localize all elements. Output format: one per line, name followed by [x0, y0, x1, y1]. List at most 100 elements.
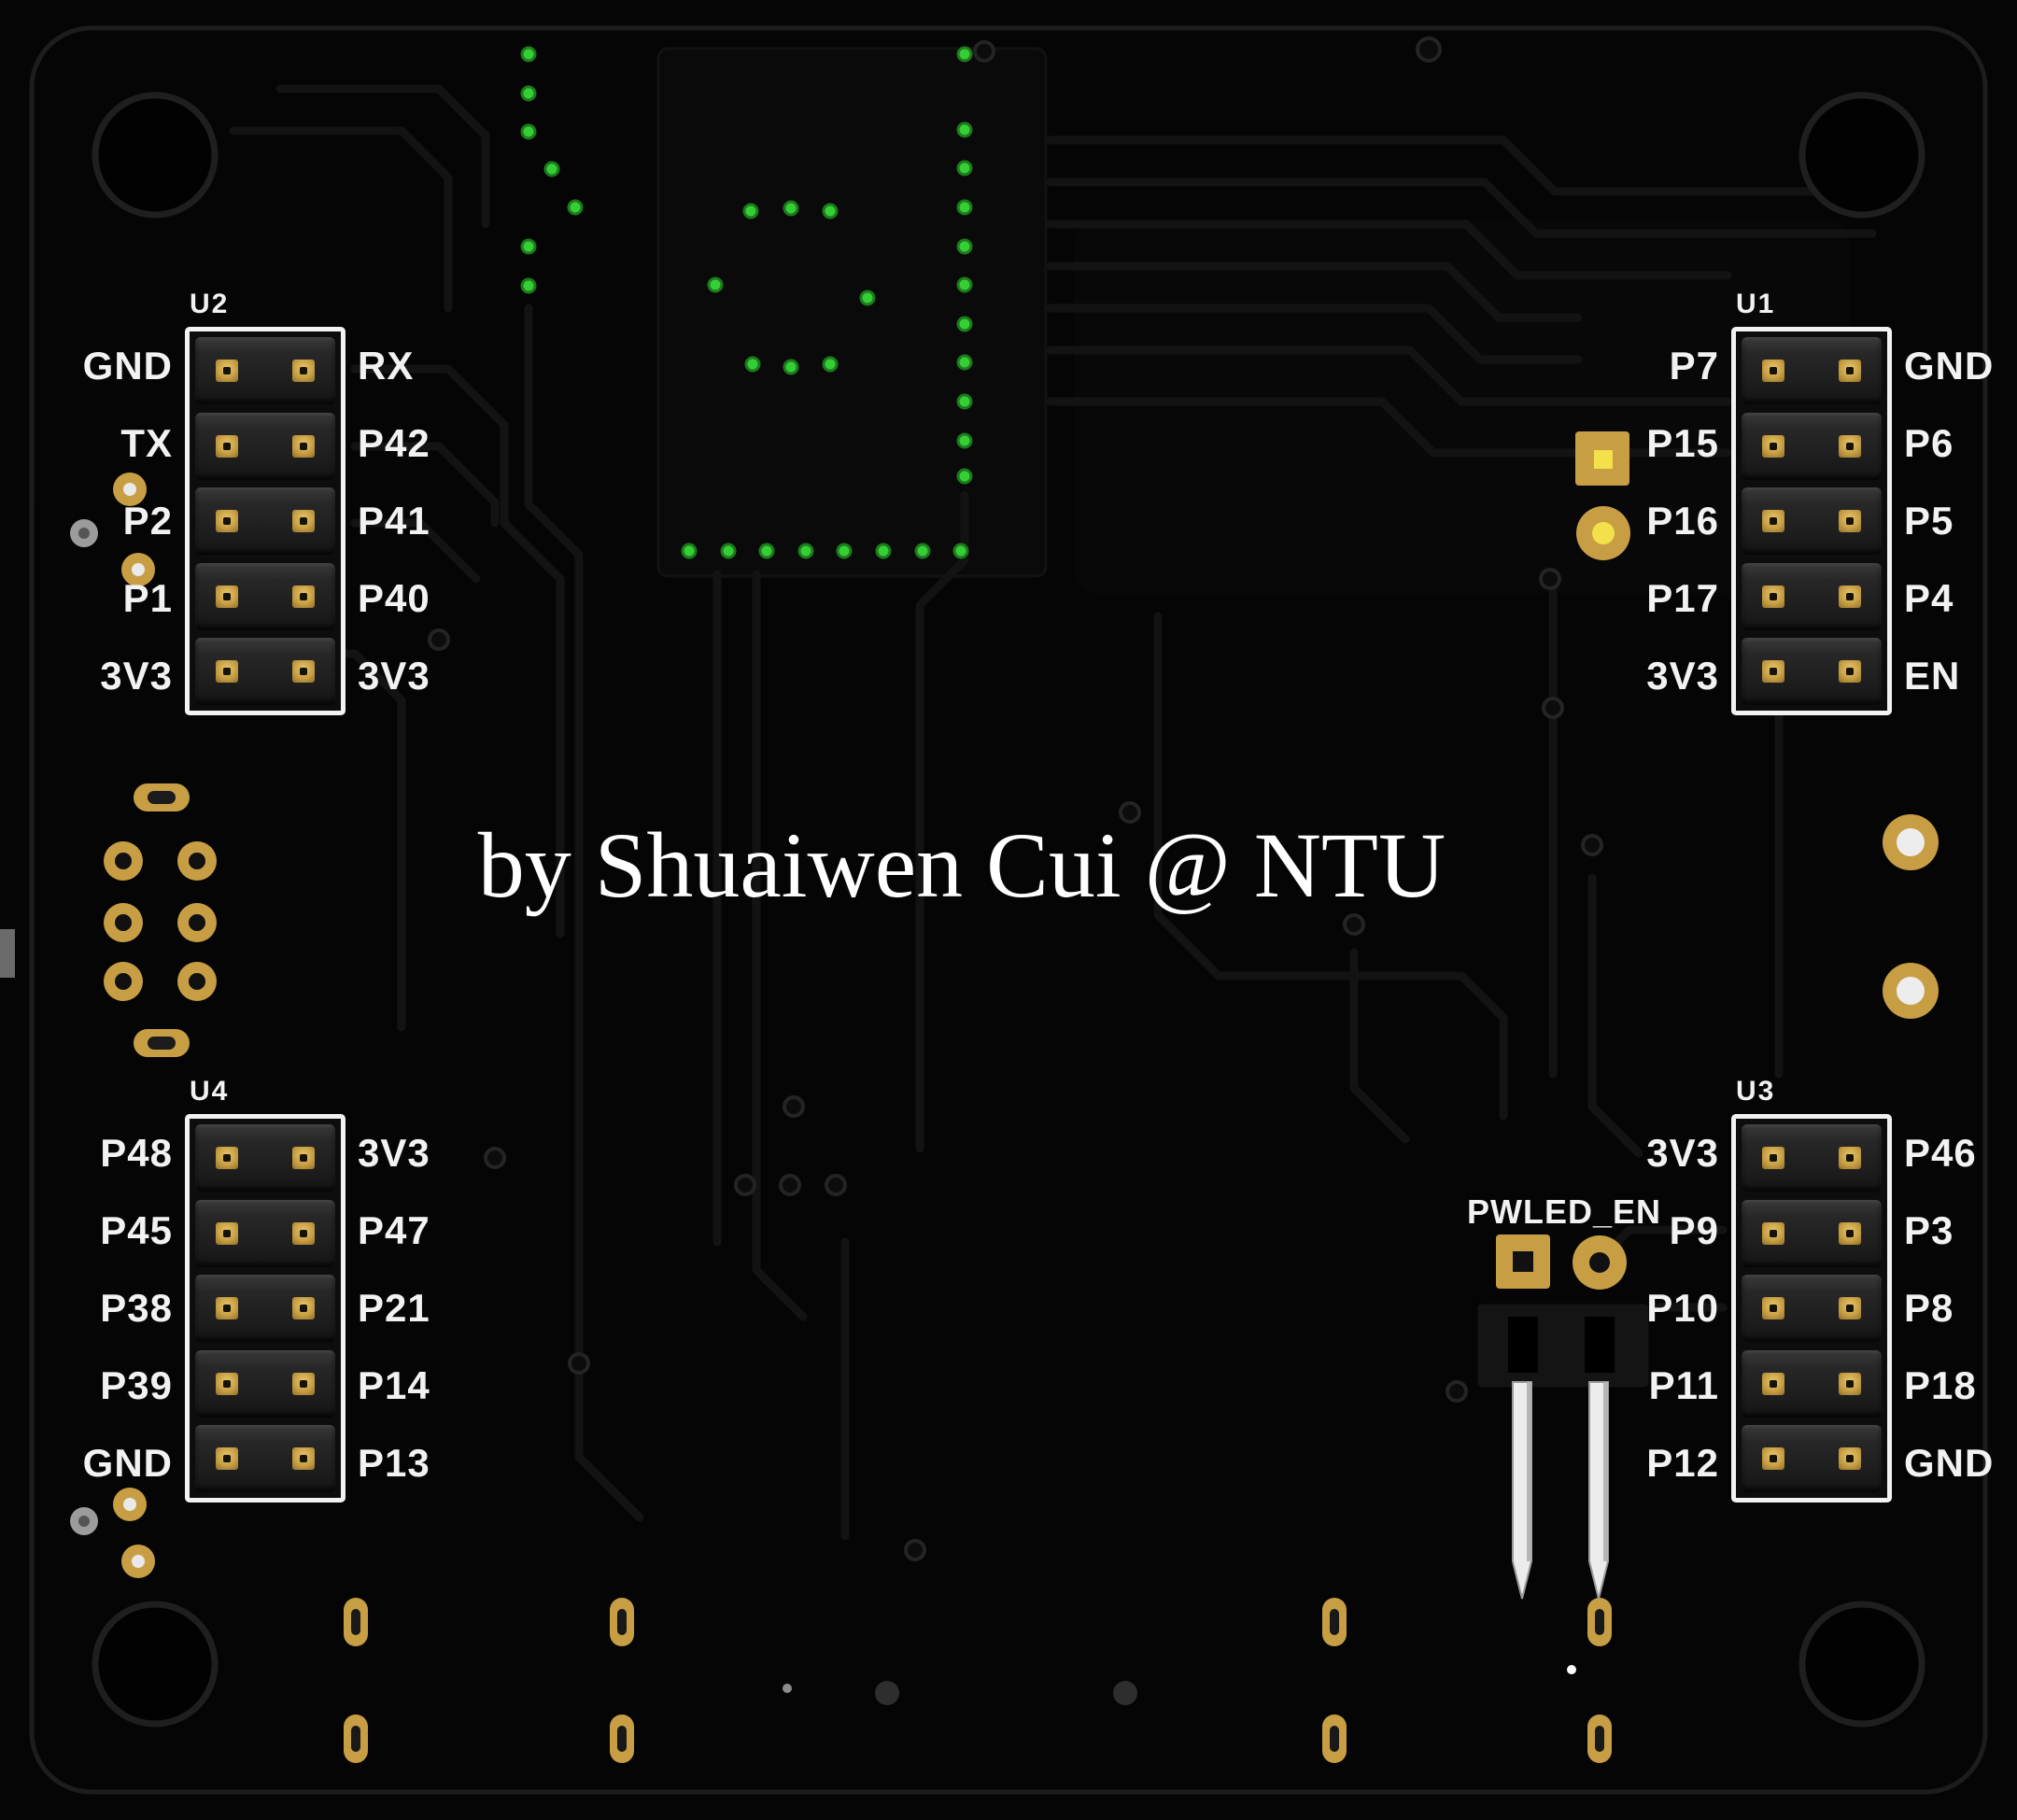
- pwled-en-label: PWLED_EN: [1466, 1192, 1662, 1231]
- pin-pad: [292, 1221, 315, 1245]
- pin-pad: [292, 1372, 315, 1395]
- pin-label: P17: [1646, 576, 1719, 621]
- pin-label: P6: [1904, 420, 1954, 465]
- pin-pad: [1839, 660, 1861, 683]
- pin-label: P11: [1648, 1363, 1719, 1408]
- connector-u4: U4 P48 P45 P38 P39 GND 3V3 P47 P21 P14 P…: [83, 1078, 430, 1503]
- pin-pad: [292, 360, 315, 382]
- pin-pad: [1839, 1447, 1861, 1470]
- connector-ref-u1: U1: [1736, 289, 1776, 319]
- pin-row: [1742, 1275, 1882, 1342]
- pin-labels-u2-right: RX P42 P41 P40 3V3: [358, 327, 600, 715]
- connector-u3: U3 3V3 P9 P10 P11 P12 P46 P3 P8 P18 GND: [1646, 1078, 1993, 1503]
- pin-pad: [1839, 1297, 1861, 1319]
- copper-zones: [656, 47, 1849, 593]
- pin-labels-u2-left: GND TX P2 P1 3V3: [0, 327, 173, 715]
- pin-pad: [292, 510, 315, 532]
- pin-label: P3: [1904, 1207, 1954, 1252]
- pin-labels-u4-left: P48 P45 P38 P39 GND: [0, 1114, 173, 1503]
- pin-label: 3V3: [358, 654, 430, 698]
- pin-label: P46: [1904, 1130, 1977, 1175]
- pin-pad: [216, 510, 238, 532]
- header-body: [1742, 337, 1882, 705]
- pin-pad: [292, 1447, 315, 1470]
- pin-row: [1742, 487, 1882, 555]
- pin-row: [1742, 412, 1882, 480]
- pin-label: P5: [1904, 499, 1954, 543]
- header-body: [195, 1124, 335, 1492]
- pin-row: [195, 638, 335, 705]
- pin-labels-u1-left: P7 P15 P16 P17 3V3: [1476, 327, 1719, 715]
- green-vias: [520, 46, 973, 559]
- vias: [428, 36, 1790, 1561]
- pin-label: P9: [1669, 1207, 1719, 1252]
- right-plated-rings: [1883, 814, 1939, 1019]
- pin-pad: [1839, 434, 1861, 458]
- pin-label: 3V3: [1646, 1130, 1719, 1175]
- pin-row: [1742, 562, 1882, 630]
- pin-pad: [216, 1372, 238, 1395]
- pin-pad: [216, 660, 238, 683]
- pin-labels-u1-right: GND P6 P5 P4 EN: [1904, 327, 2017, 715]
- pin-label: P7: [1669, 343, 1719, 388]
- header-body: [1742, 1124, 1882, 1492]
- pin-pad: [1839, 1221, 1861, 1245]
- pin-label: P14: [358, 1363, 430, 1408]
- u1-special-pads: [1575, 431, 1630, 560]
- connector-ref-u2: U2: [190, 289, 230, 319]
- pin-row: [195, 1199, 335, 1267]
- pin-pad: [1762, 585, 1784, 608]
- pin-pad: [1762, 1297, 1784, 1319]
- mounting-holes: [92, 92, 1925, 1728]
- left-pad-cluster: [104, 783, 217, 1057]
- pin-label: P39: [100, 1363, 173, 1408]
- pin-label: P47: [358, 1207, 430, 1252]
- pin-label: TX: [120, 420, 173, 465]
- pin-pad: [1839, 1372, 1861, 1395]
- pin-row: [195, 562, 335, 630]
- pin-row: [195, 1425, 335, 1492]
- pin-label: GND: [1904, 1441, 1995, 1486]
- pin-pad: [292, 434, 315, 458]
- pin-pad: [1762, 510, 1784, 532]
- pin-pad: [1762, 360, 1784, 382]
- pin-pad: [1762, 1372, 1784, 1395]
- pin-label: RX: [358, 343, 415, 388]
- pin-pad: [216, 1147, 238, 1169]
- pin-pad: [1762, 660, 1784, 683]
- edge-connector-nub: [0, 929, 15, 978]
- pin-pad: [1762, 1147, 1784, 1169]
- pin-pad: [292, 585, 315, 608]
- connector-u1: U1 P7 P15 P16 P17 3V3 GND P6 P5 P4 EN: [1646, 290, 1993, 715]
- pin-pad: [1762, 1221, 1784, 1245]
- pin-label: 3V3: [1646, 654, 1719, 698]
- pin-label: P41: [358, 499, 430, 543]
- pin-label: EN: [1904, 654, 1961, 698]
- pin-labels-u4-right: 3V3 P47 P21 P14 P13: [358, 1114, 600, 1503]
- pin-label: P18: [1904, 1363, 1977, 1408]
- jumper-pins: [1512, 1381, 1609, 1600]
- pin-row: [195, 1349, 335, 1418]
- pin-pad: [216, 585, 238, 608]
- connector-u2: U2 GND TX P2 P1 3V3 RX P42 P41 P40 3V3: [83, 290, 430, 715]
- pin-label: GND: [1904, 343, 1995, 388]
- pin-row: [1742, 1349, 1882, 1418]
- pin-label: P2: [122, 499, 173, 543]
- pin-row: [1742, 337, 1882, 404]
- pin-row: [195, 412, 335, 480]
- pin-label: P38: [100, 1286, 173, 1330]
- pin-label: P16: [1646, 499, 1719, 543]
- pin-label: P10: [1646, 1286, 1719, 1330]
- pin-pad: [216, 1221, 238, 1245]
- pin-pad: [216, 1447, 238, 1470]
- pin-label: P13: [358, 1441, 430, 1486]
- pin-pad: [1762, 1447, 1784, 1470]
- pin-pad: [1839, 1147, 1861, 1169]
- pin-row: [1742, 1425, 1882, 1492]
- bottom-stadium-pads: [344, 1598, 1612, 1763]
- pin-pad: [292, 660, 315, 683]
- pin-label: 3V3: [358, 1130, 430, 1175]
- pin-row: [195, 337, 335, 404]
- pin-label: P15: [1646, 420, 1719, 465]
